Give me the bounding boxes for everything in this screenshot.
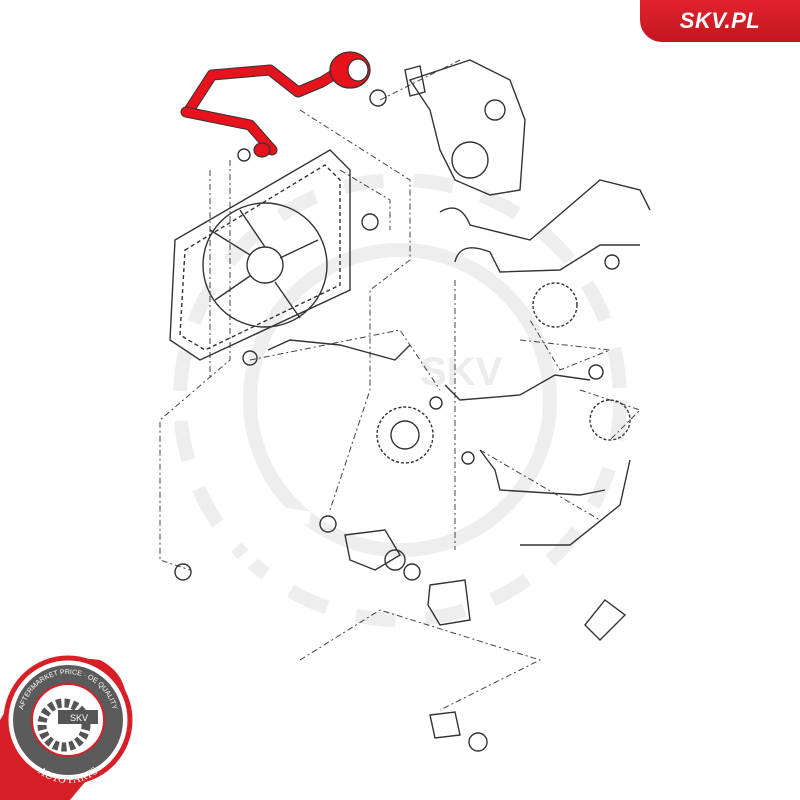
thermostat-and-flanges [344,282,631,739]
watermark-text: SKV [420,350,503,394]
leader-lines [159,59,641,711]
water-pump-housing [404,59,526,196]
brand-site-label: SKV.PL [679,8,761,33]
watermark-gear: SKV [173,173,627,627]
brand-tab: SKV.PL [640,0,800,42]
highlighted-hose [180,51,371,158]
coolant-hoses [196,179,651,728]
hose-clamps [174,89,620,752]
radiator-fan-shroud [169,149,351,361]
